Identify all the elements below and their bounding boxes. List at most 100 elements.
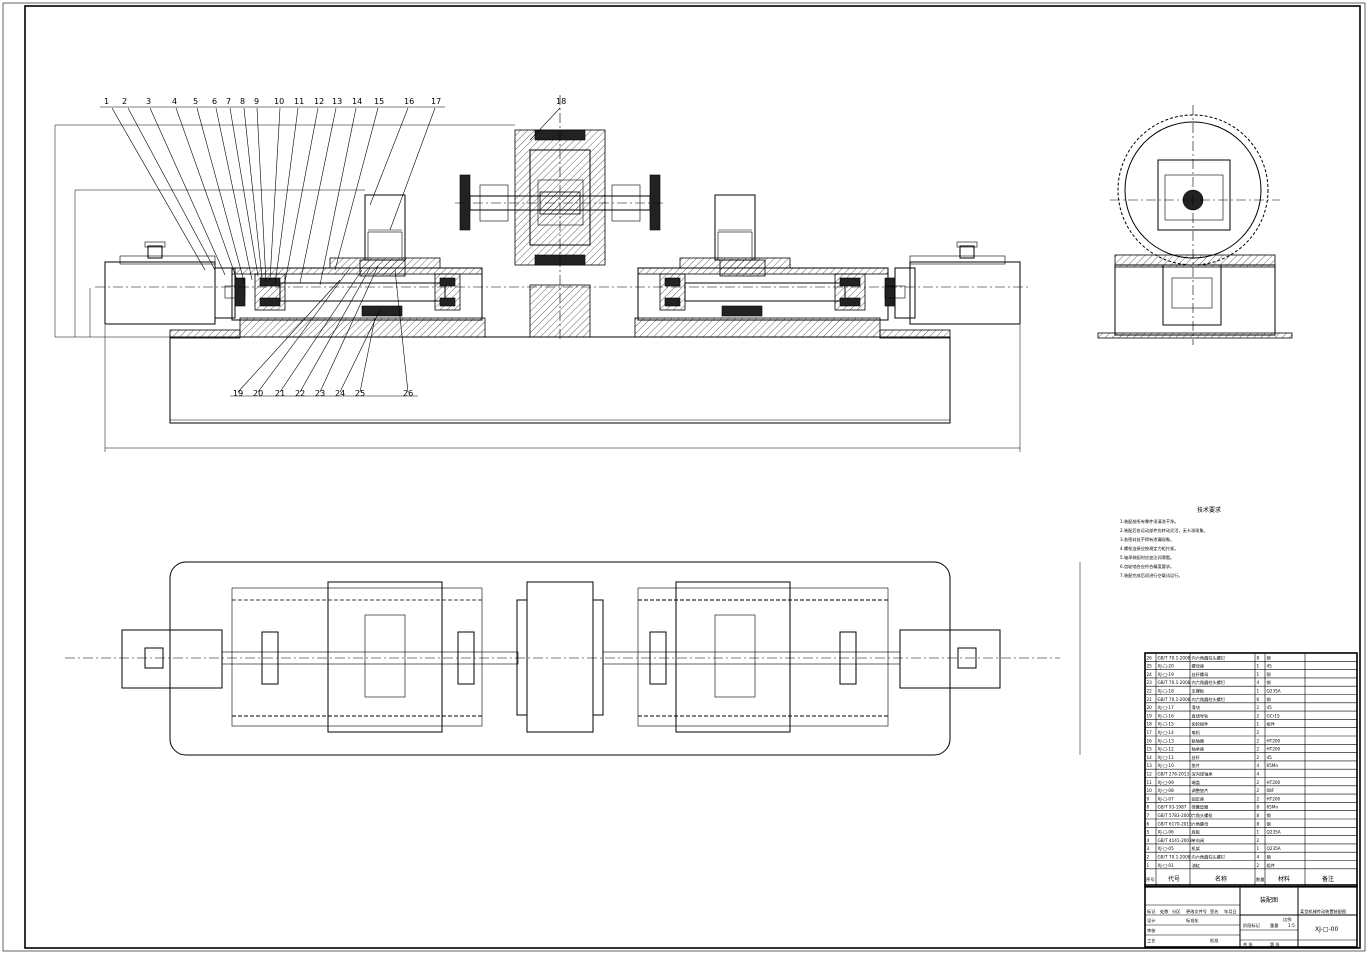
- top-left-rail-frame: [231, 587, 483, 727]
- bom-cell: XJ-□-06: [1158, 830, 1175, 835]
- tb-design: 设计: [1147, 917, 1155, 924]
- bom-cell: Q235A: [1267, 830, 1281, 835]
- bom-cell: 21: [1147, 697, 1153, 702]
- bom-cell: 机架: [1192, 845, 1200, 852]
- tb-approve: 批准: [1210, 937, 1218, 944]
- bom-cell: 钢: [1267, 696, 1271, 703]
- bom-cell: XJ-□-16: [1158, 713, 1175, 718]
- top-right-motor: [714, 614, 756, 698]
- bom-cell: 支撑板: [1192, 688, 1205, 695]
- bom-cell: 端盖: [1192, 779, 1200, 786]
- bom-cell: 铜: [1267, 671, 1271, 678]
- right-motor: [714, 194, 756, 261]
- bom-cell: 9: [1147, 796, 1150, 801]
- bom-cell: 2: [1257, 780, 1260, 785]
- top-right-rail-frame: [637, 587, 889, 727]
- bom-cell: GB/T 70.1-2008: [1158, 855, 1191, 860]
- bom-cell: 4: [1257, 855, 1260, 860]
- right-cylinder-port-top: [956, 241, 978, 248]
- title-block: 装配图 某型机械传动装置装配图 XJ-□-00 1:5 标记 处数 分区 更改文…: [1144, 884, 1358, 948]
- bom-cell: 8: [1257, 813, 1260, 818]
- tb-process: 工艺: [1147, 938, 1155, 943]
- left-bearing-c: [439, 277, 456, 287]
- bom-cell: GB/T 93-1987: [1158, 805, 1187, 810]
- scale-value: 1:5: [1288, 923, 1295, 928]
- bom-cell: 组件: [1267, 721, 1275, 728]
- project-title: 某型机械传动装置装配图: [1300, 908, 1346, 915]
- bom-header-cell: 序号: [1146, 876, 1154, 883]
- left-screw-shaft: [279, 282, 446, 302]
- left-bearing-b: [259, 297, 281, 307]
- leaders-bottom: [237, 265, 409, 393]
- bom-cell: 1: [1257, 664, 1260, 669]
- bom-cell: 丝杆: [1192, 754, 1201, 761]
- bom-cell: 8: [1257, 655, 1260, 660]
- balloon-24: 24: [335, 389, 345, 398]
- left-coupling: [234, 277, 246, 307]
- left-bearing-d: [439, 297, 456, 307]
- balloon-8: 8: [240, 97, 245, 106]
- bom-cell: 23: [1147, 680, 1153, 685]
- bom-cell: 2: [1257, 747, 1260, 752]
- gear-right-flange: [649, 174, 661, 231]
- balloon-13: 13: [332, 97, 342, 106]
- bom-header-cell: 数量: [1256, 876, 1264, 883]
- left-cylinder-cap: [119, 255, 216, 265]
- tech-requirements: 技术要求 1.装配前所有零件须清洗干净。2.装配后各运动部件应转动灵活，无卡滞现…: [1120, 506, 1221, 579]
- bom-cell: GB/T 276-2013: [1158, 772, 1190, 777]
- bom-cell: 滑块: [1192, 704, 1201, 711]
- left-cylinder-port-top: [144, 241, 166, 248]
- bom-cell: 65Mn: [1267, 763, 1279, 768]
- balloon-25: 25: [355, 389, 365, 398]
- right-slide-base: [634, 317, 881, 338]
- tech-req-line: 5.轴承装配时应加注润滑脂。: [1120, 554, 1174, 561]
- tb-stage: 阶段标记: [1243, 922, 1261, 929]
- bom-cell: 2: [1257, 713, 1260, 718]
- bom-cell: 24: [1147, 672, 1153, 677]
- bom-cell: GCr15: [1267, 713, 1281, 718]
- bom-cell: 垫片: [1192, 762, 1200, 769]
- balloon-19: 19: [233, 389, 243, 398]
- bom-cell: XJ-□-08: [1158, 788, 1175, 793]
- left-clamp-top: [329, 257, 441, 269]
- bom-cell: 1: [1257, 722, 1260, 727]
- bom-cell: 底板: [1192, 829, 1201, 836]
- bom-cell: 20: [1147, 705, 1153, 710]
- bom-cell: XJ-□-05: [1158, 846, 1175, 851]
- bom-cell: GB/T 70.1-2008: [1158, 680, 1191, 685]
- bom-cell: 8: [1257, 805, 1260, 810]
- top-right-carriage: [675, 581, 791, 733]
- bom-cell: Q235A: [1267, 689, 1281, 694]
- side-housing: [1162, 264, 1222, 326]
- side-carriage: [1157, 159, 1231, 231]
- bom-cell: 11: [1147, 780, 1153, 785]
- bom-cell: 钢: [1267, 820, 1271, 827]
- balloon-21: 21: [275, 389, 285, 398]
- tb-zone: 分区: [1172, 908, 1180, 915]
- right-bearing-a: [664, 277, 681, 287]
- bom-cell: 固定座: [1192, 795, 1205, 802]
- bom-cell: 4: [1257, 772, 1260, 777]
- tb-check: 审核: [1147, 927, 1156, 934]
- bom-cell: GB/T 6170-2015: [1158, 821, 1193, 826]
- right-cylinder-end: [894, 267, 916, 319]
- top-left-cylinder: [121, 629, 223, 689]
- bom-cell: 4: [1257, 763, 1260, 768]
- balloon-22: 22: [295, 389, 305, 398]
- bom-cell: XJ-□-09: [1158, 780, 1175, 785]
- bom-cell: XJ-□-11: [1158, 755, 1175, 760]
- top-left-motor: [364, 614, 406, 698]
- bom-cell: 直线导轨: [1192, 712, 1210, 719]
- side-foot: [1097, 332, 1293, 339]
- bom-cell: XJ-□-01: [1158, 863, 1175, 868]
- tb-standard: 标准化: [1186, 917, 1199, 924]
- bom-cell: 1: [1257, 830, 1260, 835]
- balloon-16: 16: [404, 97, 414, 106]
- balloon-12: 12: [314, 97, 324, 106]
- tb-date: 年月日: [1224, 908, 1237, 915]
- bom-cell: XJ-□-17: [1158, 705, 1175, 710]
- bom-cell: 6: [1147, 821, 1150, 826]
- bom-cell: 弹簧垫圈: [1192, 804, 1209, 811]
- leader-gear: [529, 107, 561, 141]
- bom-cell: 6: [1257, 697, 1260, 702]
